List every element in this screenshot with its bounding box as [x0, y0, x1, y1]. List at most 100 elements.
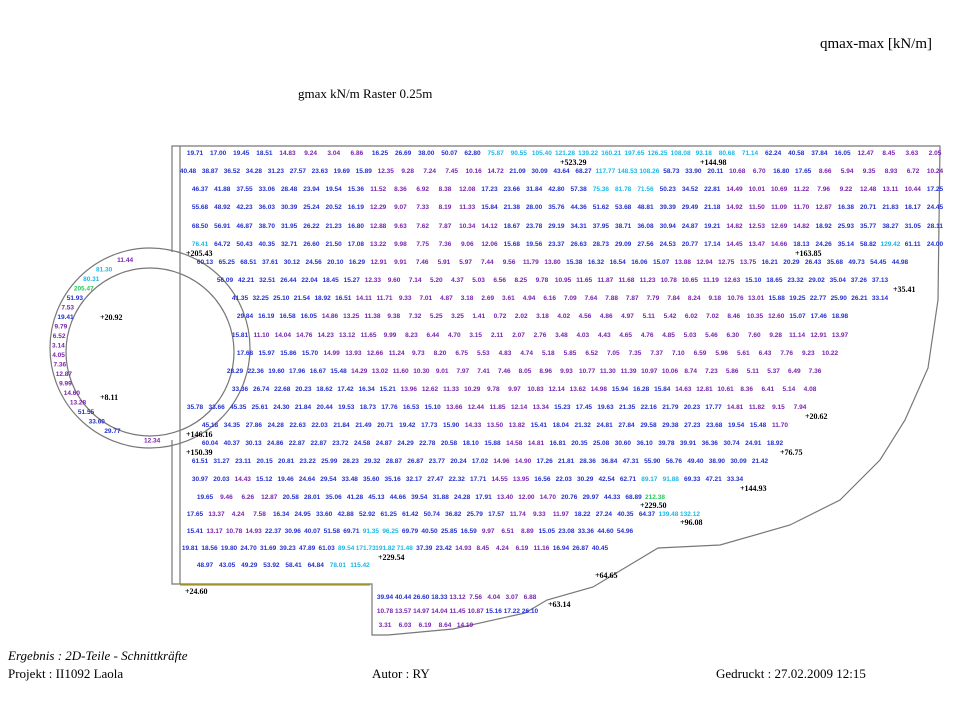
force-value: 24.87	[682, 223, 699, 230]
force-value: 3.25	[451, 313, 464, 320]
force-value: 51.58	[324, 528, 341, 535]
force-value: 42.80	[548, 186, 565, 193]
force-value: 10.01	[749, 186, 766, 193]
force-value: 28.87	[386, 458, 403, 465]
force-value: 35.04	[830, 277, 847, 284]
force-value: 41.88	[214, 186, 231, 193]
force-value: 78.01	[330, 562, 347, 569]
force-value: 24.28	[454, 494, 471, 501]
ring-value: 51.93	[67, 295, 84, 302]
force-value: 19.65	[197, 494, 214, 501]
force-value: 9.99	[384, 332, 397, 339]
force-value: 28.29	[227, 368, 244, 375]
force-value: 11.10	[253, 332, 269, 339]
force-value: 15.38	[566, 259, 583, 266]
force-value: 38.71	[615, 223, 632, 230]
force-value: 47.21	[705, 476, 722, 483]
force-value: 20.29	[783, 259, 800, 266]
force-value: 43.05	[219, 562, 236, 569]
force-value: 212.38	[645, 494, 665, 501]
force-value: 14.82	[793, 223, 810, 230]
force-value: 8.38	[439, 186, 452, 193]
force-value: 5.20	[430, 277, 443, 284]
force-value: 14.81	[727, 404, 744, 411]
force-value: 12.00	[518, 494, 535, 501]
force-value: 23.42	[436, 545, 453, 552]
force-value: 71.56	[637, 186, 654, 193]
force-value: 18.92	[815, 223, 832, 230]
max-label: +144.93	[740, 484, 767, 493]
force-value: 4.74	[520, 350, 533, 357]
force-value: 6.43	[759, 350, 772, 357]
force-value: 19.21	[704, 223, 721, 230]
force-value: 10.76	[727, 295, 744, 302]
force-value: 7.36	[809, 368, 822, 375]
force-value: 32.71	[281, 241, 298, 248]
force-value: 20.81	[278, 458, 295, 465]
force-value: 21.18	[704, 204, 721, 211]
force-value: 22.68	[274, 386, 291, 393]
force-value: 15.23	[554, 404, 571, 411]
force-value: 34.31	[570, 223, 587, 230]
force-value: 31.88	[433, 494, 450, 501]
force-value: 17.26	[536, 458, 553, 465]
ring-value: 33.60	[89, 419, 106, 426]
force-value: 9.22	[840, 186, 853, 193]
force-value: 24.91	[745, 440, 762, 447]
force-value: 7.96	[817, 186, 830, 193]
force-value: 13.62	[570, 386, 587, 393]
force-value: 13.47	[749, 241, 766, 248]
force-value: 10.97	[641, 368, 658, 375]
force-value: 7.33	[416, 204, 429, 211]
force-value: 60.13	[197, 259, 214, 266]
ring-value: 12.34	[144, 438, 161, 445]
force-value: 8.96	[539, 368, 552, 375]
force-value: 29.54	[320, 476, 337, 483]
force-value: 2.05	[929, 150, 942, 157]
unit-title: qmax-max [kN/m]	[819, 36, 932, 52]
force-value: 11.33	[443, 386, 459, 393]
force-value: 11.87	[597, 277, 613, 284]
force-value: 6.19	[516, 545, 529, 552]
max-label: +35.41	[893, 285, 916, 294]
author-label: Autor : RY	[372, 666, 430, 681]
force-value: 31.05	[905, 223, 922, 230]
force-value: 17.65	[795, 168, 812, 175]
force-value: 8.36	[740, 386, 753, 393]
force-value: 25.10	[273, 295, 290, 302]
force-value: 5.37	[767, 368, 780, 375]
force-value: 14.33	[465, 422, 482, 429]
force-value: 24.95	[294, 511, 311, 518]
force-value: 12.14	[511, 404, 528, 411]
force-value: 9.91	[394, 259, 407, 266]
force-value: 30.94	[660, 223, 677, 230]
force-value: 0.72	[494, 313, 507, 320]
max-label: +96.08	[680, 518, 703, 527]
force-value: 19.60	[268, 368, 285, 375]
force-value: 7.94	[794, 404, 807, 411]
force-value: 4.76	[641, 332, 654, 339]
force-value: 20.10	[327, 259, 344, 266]
max-label: +20.92	[100, 313, 123, 322]
force-value: 20.03	[213, 476, 230, 483]
ring-value: 9.79	[55, 324, 68, 331]
max-label: +8.11	[100, 393, 118, 402]
force-value: 24.28	[268, 422, 285, 429]
force-value: 24.86	[267, 440, 284, 447]
force-value: 9.56	[503, 259, 516, 266]
force-value: 26.60	[413, 594, 430, 601]
force-value: 71.14	[742, 150, 759, 157]
force-value: 6.59	[694, 350, 707, 357]
force-value: 29.58	[640, 422, 657, 429]
force-value: 9.01	[436, 368, 449, 375]
force-value: 13.25	[343, 313, 360, 320]
force-value: 13.17	[206, 528, 223, 535]
force-value: 22.32	[449, 476, 466, 483]
force-value: 14.43	[235, 476, 252, 483]
force-value: 22.87	[311, 440, 328, 447]
force-value: 24.29	[397, 440, 414, 447]
force-value: 14.90	[515, 458, 532, 465]
force-value: 18.17	[905, 204, 922, 211]
force-value: 30.39	[281, 204, 298, 211]
force-value: 61.51	[192, 458, 209, 465]
